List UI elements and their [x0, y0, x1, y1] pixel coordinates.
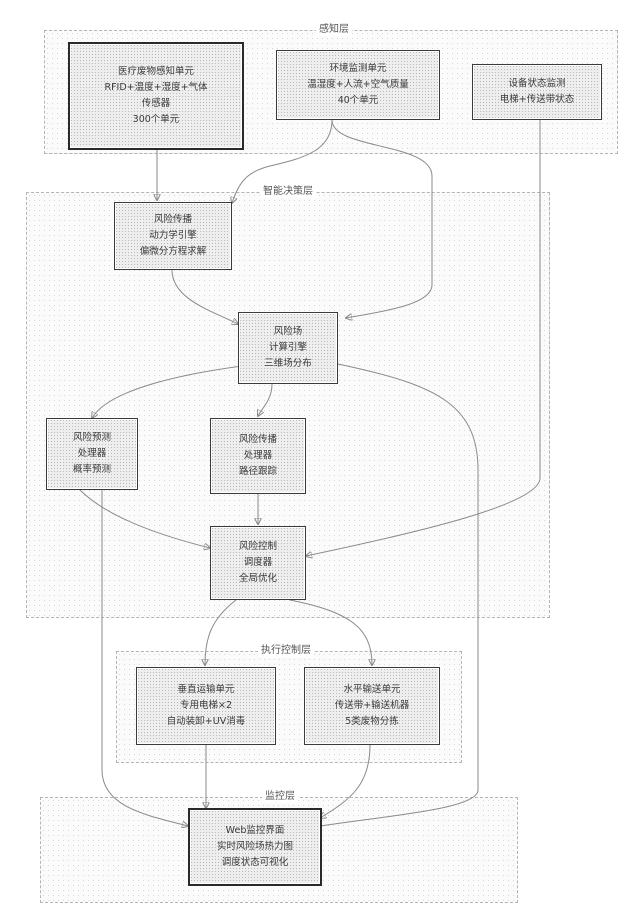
risk-control-title: 风险控制 [239, 539, 277, 555]
edge-equipment-to-control [306, 120, 540, 556]
risk-control-scheduler: 调度器 [244, 555, 273, 571]
vertical-transport-elevators: 专用电梯×2 [180, 698, 232, 714]
risk-tracking-title: 风险传播 [239, 432, 277, 448]
horizontal-transport-sorting: 5类废物分拣 [345, 714, 399, 730]
risk-propagation-solver: 偏微分方程求解 [140, 244, 207, 260]
environment-monitoring-sensors: 温湿度+人流+空气质量 [307, 77, 408, 93]
vertical-transport-node: 垂直运输单元 专用电梯×2 自动装卸+UV消毒 [136, 667, 276, 745]
edge-control-to-vertical [205, 600, 236, 665]
risk-control-optimization: 全局优化 [239, 571, 277, 587]
risk-prediction-processor: 处理器 [78, 446, 107, 462]
vertical-transport-title: 垂直运输单元 [177, 682, 234, 698]
web-monitor-visualization: 调度状态可视化 [222, 855, 289, 871]
web-monitor-title: Web监控界面 [226, 823, 285, 839]
edge-prediction-to-control [80, 490, 210, 548]
risk-prediction-title: 风险预测 [73, 430, 111, 446]
risk-tracking-processor: 处理器 [244, 448, 273, 464]
edge-horizontal-to-web [320, 745, 370, 818]
environment-monitoring-node: 环境监测单元 温湿度+人流+空气质量 40个单元 [276, 50, 440, 120]
risk-propagation-engine-node: 风险传播 动力学引擎 偏微分方程求解 [114, 202, 232, 270]
medical-waste-sensing-node: 医疗废物感知单元 RFID+温度+湿度+气体 传感器 300个单元 [68, 42, 244, 150]
horizontal-transport-conveyors: 传送带+输送机器 [335, 698, 409, 714]
edge-field-to-web [308, 364, 478, 828]
medical-sensing-count: 300个单元 [133, 112, 180, 128]
risk-field-engine-node: 风险场 计算引擎 三维场分布 [238, 312, 338, 384]
risk-field-title: 风险场 [274, 324, 303, 340]
medical-sensing-title: 医疗废物感知单元 [118, 64, 194, 80]
equipment-status-node: 设备状态监测 电梯+传送带状态 [472, 64, 602, 120]
risk-field-distribution: 三维场分布 [264, 356, 312, 372]
environment-monitoring-count: 40个单元 [338, 93, 379, 109]
risk-prediction-method: 概率预测 [73, 462, 111, 478]
environment-monitoring-title: 环境监测单元 [329, 61, 386, 77]
risk-control-scheduler-node: 风险控制 调度器 全局优化 [210, 526, 306, 600]
web-monitor-heatmap: 实时风险场热力图 [217, 839, 293, 855]
equipment-status-detail: 电梯+传送带状态 [500, 92, 574, 108]
edge-environment-to-propagation [232, 120, 332, 203]
horizontal-transport-node: 水平输送单元 传送带+输送机器 5类废物分拣 [304, 667, 440, 745]
risk-field-engine: 计算引擎 [269, 340, 307, 356]
equipment-status-title: 设备状态监测 [508, 76, 565, 92]
web-monitoring-interface-node: Web监控界面 实时风险场热力图 调度状态可视化 [188, 808, 322, 886]
medical-sensing-sensors: RFID+温度+湿度+气体 [104, 80, 207, 96]
risk-propagation-engine: 动力学引擎 [149, 228, 197, 244]
edge-field-to-prediction [92, 364, 258, 418]
horizontal-transport-title: 水平输送单元 [343, 682, 400, 698]
risk-prediction-node: 风险预测 处理器 概率预测 [46, 418, 138, 490]
edge-field-to-tracking [258, 384, 272, 416]
edge-control-to-horizontal [290, 600, 372, 665]
edge-prediction-to-web [102, 490, 188, 826]
edge-environment-to-field [332, 120, 432, 318]
edge-propagation-to-field [172, 270, 238, 324]
risk-propagation-title: 风险传播 [154, 212, 192, 228]
risk-tracking-node: 风险传播 处理器 路径跟踪 [210, 418, 306, 494]
vertical-transport-features: 自动装卸+UV消毒 [167, 714, 245, 730]
medical-sensing-type: 传感器 [142, 96, 171, 112]
risk-tracking-method: 路径跟踪 [239, 464, 277, 480]
